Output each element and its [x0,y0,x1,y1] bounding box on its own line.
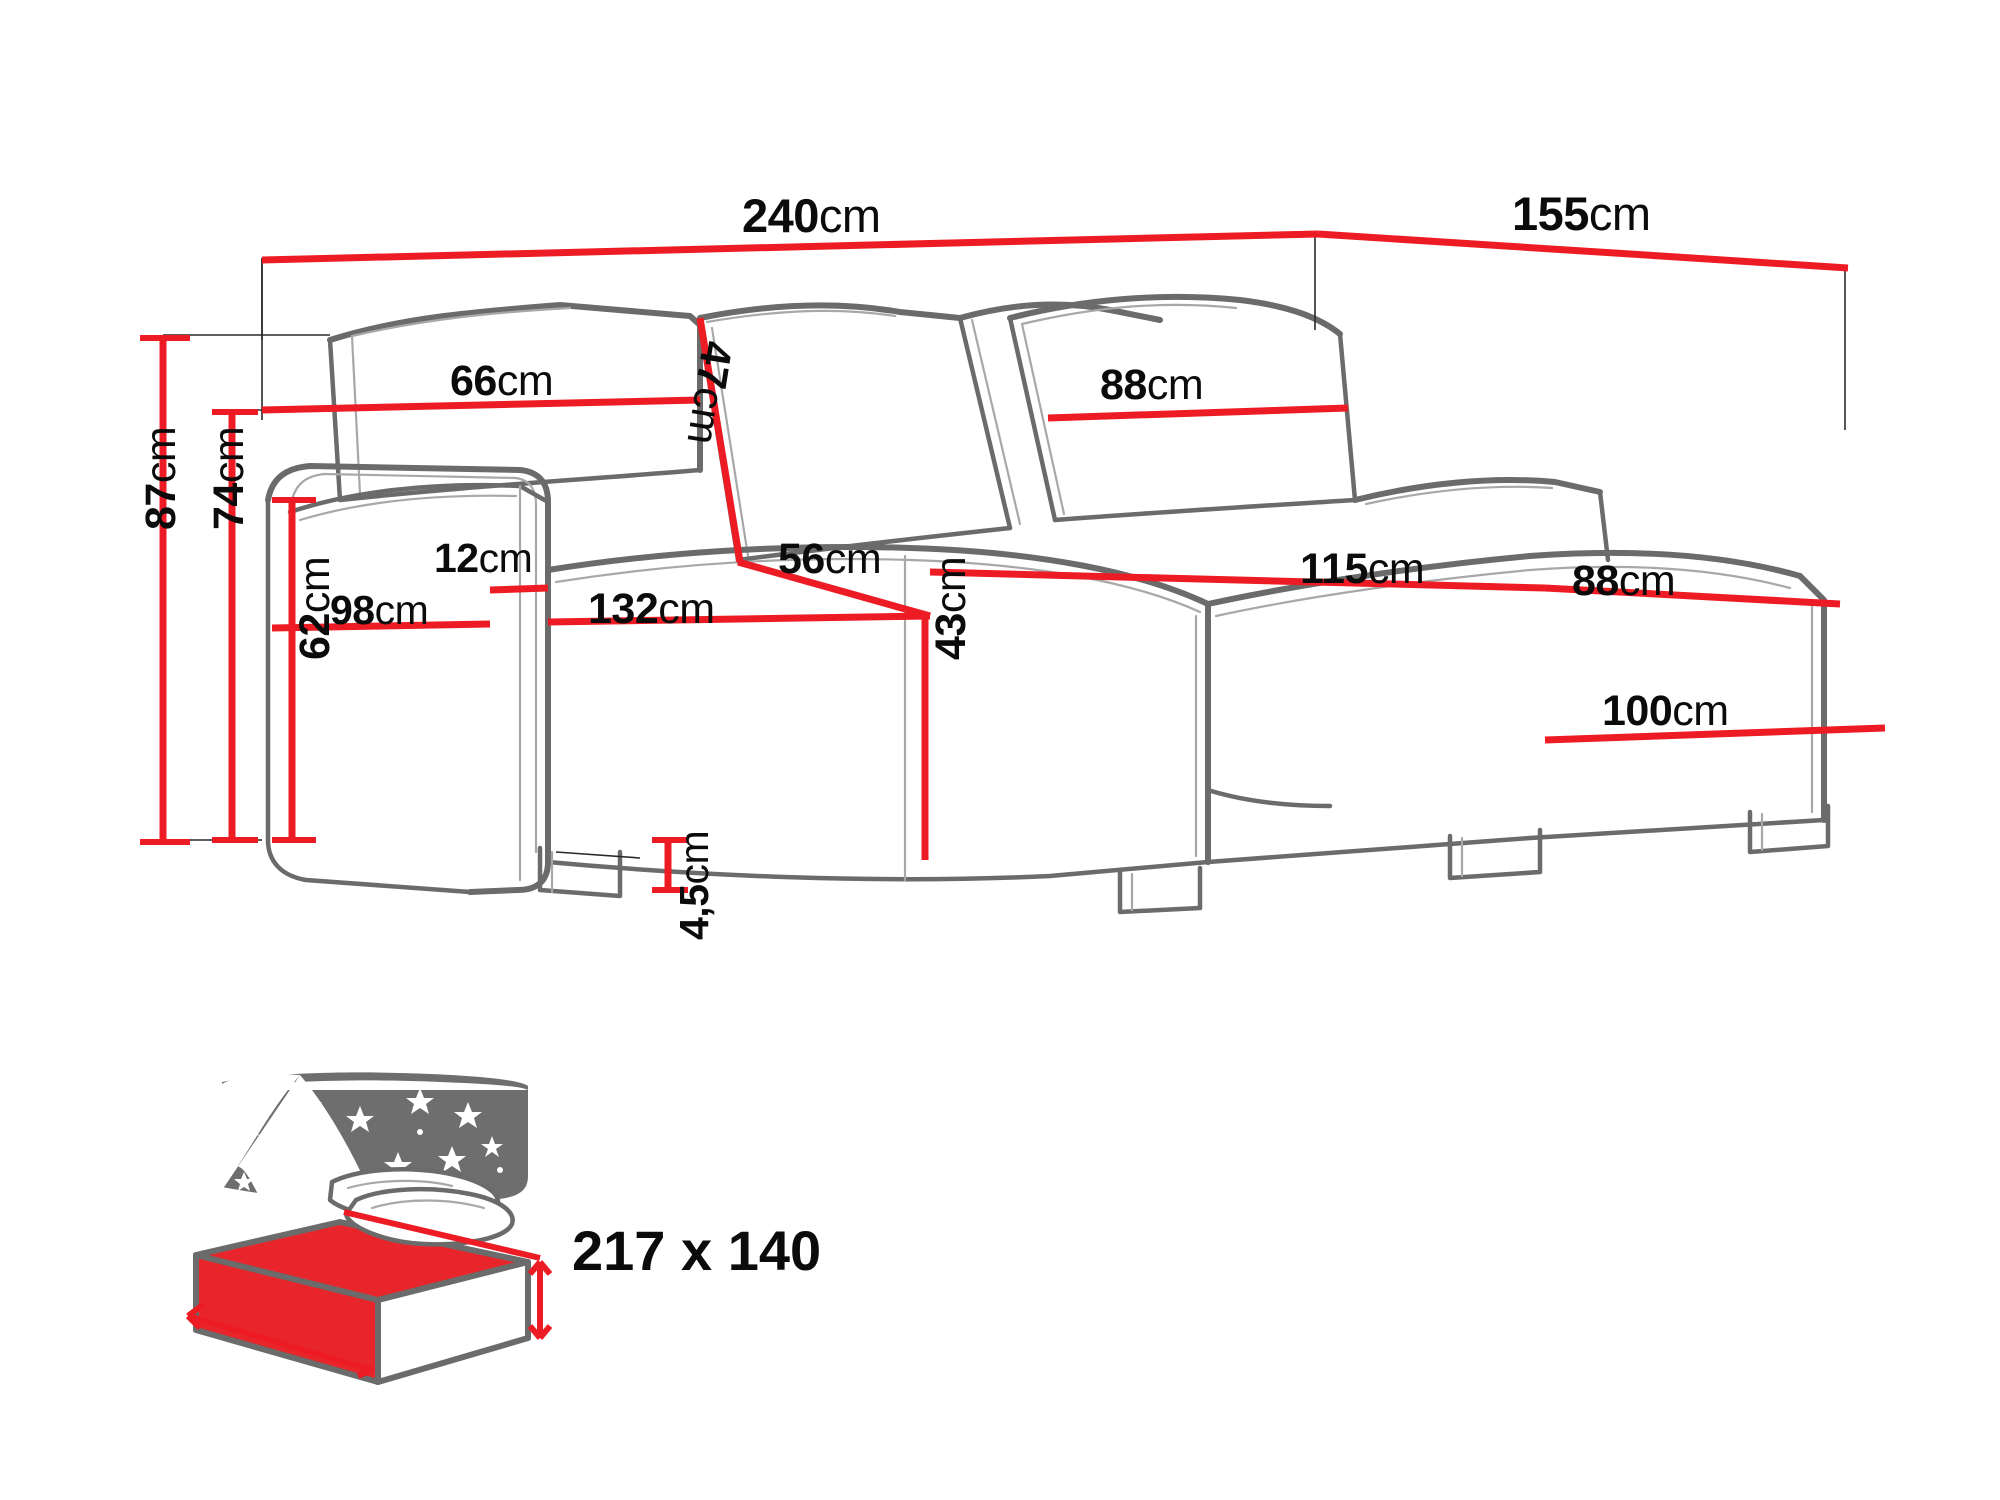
value-chaise-front-width: 100 [1602,687,1673,735]
dimension-label-chaise-width: 88cm [1572,557,1676,605]
unit-chaise-length: cm [1367,545,1425,593]
value-seat-height: 43 [927,613,975,660]
value-overall-height: 87 [137,483,185,530]
unit-seat-width: cm [658,585,715,633]
value-left-back-cushion-width: 66 [450,357,497,405]
value-armrest-height: 62 [291,613,339,660]
dimension-label-overall-width: 240cm [742,192,881,239]
value-seat-depth: 56 [778,535,825,583]
unit-backrest-height: cm [205,426,253,484]
dimension-label-armrest-height: 62cm [291,556,339,660]
unit-overall-depth: cm [1588,187,1651,240]
value-leg-height: 4,5 [671,884,717,941]
sleeping-area-label: 217 x 140 [572,1219,822,1282]
value-right-back-cushion-width: 88 [1100,361,1147,409]
value-overall-depth: 155 [1512,187,1589,240]
dimension-label-overall-depth: 155cm [1512,190,1651,237]
dimension-label-leg-height: 4,5cm [671,830,717,941]
dimension-label-armrest-depth: 98cm [330,587,429,633]
unit-overall-width: cm [818,189,881,242]
unit-chaise-front-width: cm [1672,687,1729,735]
unit-overall-height: cm [137,426,185,484]
dimension-label-chaise-length: 115cm [1300,545,1425,593]
value-chaise-width: 88 [1572,557,1619,605]
dimension-label-seat-height: 43cm [927,556,975,660]
value-seat-width: 132 [588,585,659,633]
dimension-label-right-back-cushion-width: 88cm [1100,361,1204,409]
value-armrest-depth: 98 [330,587,375,633]
unit-right-back-cushion-width: cm [1146,361,1204,409]
value-back-cushion-height: 47 [686,337,741,392]
unit-back-cushion-height: cm [677,384,734,448]
value-overall-width: 240 [742,189,819,242]
dimension-label-chaise-front-width: 100cm [1602,690,1729,733]
unit-armrest-height: cm [291,556,339,614]
unit-armrest-width: cm [478,535,533,581]
dimension-label-left-back-cushion-width: 66cm [450,357,554,405]
dimension-label-armrest-width: 12cm [434,535,533,581]
unit-seat-height: cm [927,556,975,614]
unit-left-back-cushion-width: cm [496,357,554,405]
value-armrest-width: 12 [434,535,479,581]
dimension-label-overall-height: 87cm [137,426,185,530]
unit-armrest-depth: cm [374,587,429,633]
unit-chaise-width: cm [1618,557,1676,605]
unit-leg-height: cm [671,830,717,885]
value-chaise-length: 115 [1300,545,1368,593]
dimension-label-seat-depth: 56cm [778,535,882,583]
dimension-label-backrest-height: 74cm [205,426,253,530]
value-backrest-height: 74 [205,483,253,530]
dimension-label-seat-width: 132cm [588,588,715,631]
unit-seat-depth: cm [824,535,882,583]
